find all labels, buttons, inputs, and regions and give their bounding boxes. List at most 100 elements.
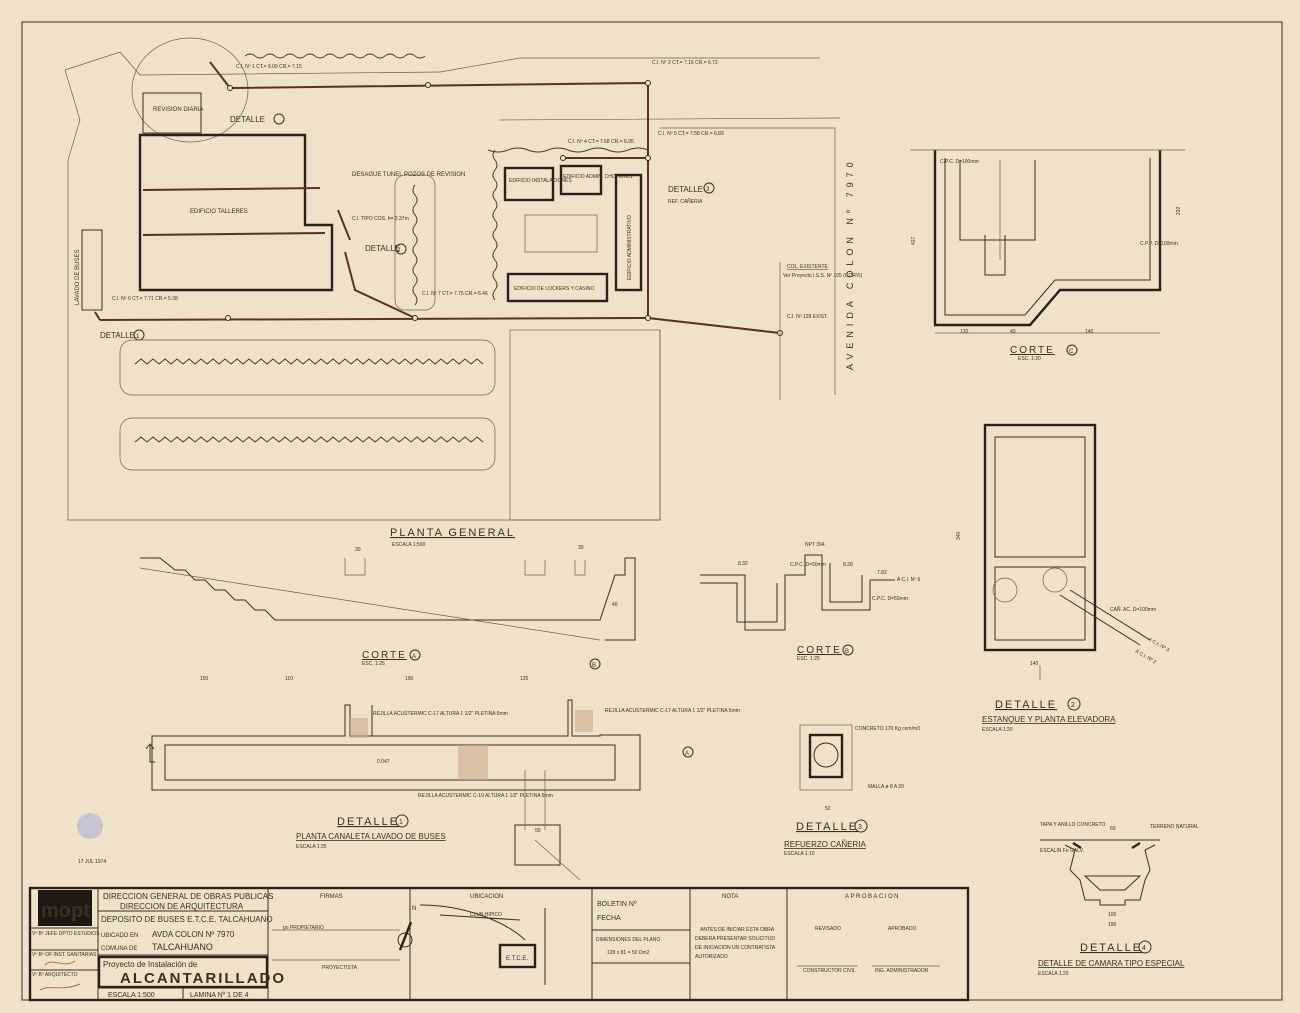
location-site-label: E.T.C.E.	[506, 956, 528, 962]
section-b: NPT 394 C.P.C. D=50mm C.P.C. D=50mm A C.…	[700, 542, 920, 662]
dimension: 60	[1110, 826, 1116, 832]
location-landmark: CLUB HIPICO	[470, 912, 502, 918]
dimension: 8.28	[843, 562, 853, 568]
engineer-label: ING. ADMINISTRADOR	[875, 968, 929, 974]
pipe-label: A C.I. Nº 2	[1134, 649, 1157, 666]
grate-label: REJILLA ACUSTERMIC C-17 ALTURA 1 1/2" PL…	[605, 708, 740, 714]
tank-outline	[933, 150, 1162, 327]
pipe-label: CAÑ. AC. D=100mm	[1110, 606, 1156, 613]
drivers-building	[559, 164, 603, 196]
dimension: 232	[1176, 206, 1182, 215]
detail-title: DETALLE	[1080, 942, 1142, 954]
dimension: 427	[911, 236, 917, 245]
dimension: 40	[1010, 329, 1016, 335]
chamber-label: C.I. Nº 128 EXIST.	[787, 314, 828, 320]
approved-label: APROBADO	[888, 926, 916, 932]
pipe-section	[813, 742, 839, 768]
note-line: DEBERA PRESENTAR SOLICITUD	[695, 936, 775, 942]
project-label: Proyecto de Instalación de	[103, 960, 198, 969]
detail-scale: ESCALA 1:25	[296, 844, 327, 850]
dimension: 120	[960, 329, 969, 335]
note-line: DE INICIACION UN CONTRATISTA	[695, 945, 776, 951]
address-label: UBICADO EN	[101, 933, 138, 939]
official-stamp	[77, 813, 103, 839]
project-name: ALCANTARILLADO	[120, 970, 286, 987]
detail-marker	[703, 182, 715, 194]
dimension: 150	[200, 676, 209, 682]
level-label: NPT 394	[805, 542, 825, 548]
address: AVDA COLON Nº 7970	[152, 930, 235, 939]
section-mark: A	[685, 751, 689, 757]
workshop-building	[138, 133, 334, 292]
planter	[394, 174, 436, 311]
dimension: 110	[285, 676, 293, 682]
step-label: ESCALIN Fe GALV.	[1040, 848, 1084, 854]
manhole-cover	[1072, 841, 1141, 850]
admin-label: EDIFICIO ADMINISTRATIVO	[627, 215, 633, 280]
section-arrow	[145, 743, 155, 763]
dimension: 125	[520, 676, 529, 682]
title-block-grid	[30, 888, 788, 1000]
chamber-profile	[1040, 839, 1160, 906]
section-scale: ESC. 1:20	[1018, 356, 1041, 362]
organization: DIRECCION GENERAL DE OBRAS PUBLICAS	[103, 892, 273, 901]
sheet-number: LAMINA Nº 1 DE 4	[190, 992, 249, 999]
revision-building	[142, 92, 202, 134]
channel-profile	[700, 554, 895, 631]
dimension: 340	[956, 531, 962, 540]
detail-subtitle: DETALLE DE CAMARA TIPO ESPECIAL	[1038, 959, 1185, 968]
sheet-border	[21, 21, 1283, 1001]
dimension: 30	[578, 545, 584, 551]
title-block: mopt Vº Bº JEFE DPTO ESTUDIOS Vº Bº OF I…	[28, 886, 970, 1002]
chamber-label: C.I. Nº 7 CT.= 7.75 CR.= 6.46	[422, 291, 488, 297]
admin-building	[614, 173, 643, 292]
detail-2: CAÑ. AC. D=100mm A C.I. Nº 3 A C.I. Nº 2…	[956, 423, 1170, 733]
existing-collector-note: Ver Proyecto I.S.S. Nº 105 (CORVI)	[783, 273, 863, 279]
section-marker	[589, 658, 601, 670]
chamber-floor	[1083, 875, 1142, 891]
detail-scale: ESCALA 1:20	[1038, 971, 1069, 977]
pipe-label: C.P.C. D=50mm	[790, 562, 826, 568]
project-site: DEPOSITO DE BUSES E.T.C.E. TALCAHUANO	[101, 915, 273, 924]
tank-chamber	[994, 436, 1086, 558]
revision-label: REVISION DIARIA	[153, 107, 203, 113]
installations-building	[503, 166, 555, 202]
grate-label: REJILLA ACUSTERMIC C-19 ALTURA 1 1/2" PL…	[418, 793, 553, 799]
installations-label: EDIFICIO INSTALACIONES	[509, 178, 572, 184]
detail-number: 3	[706, 187, 710, 193]
manhole	[412, 315, 418, 321]
pipe-label: C.P.C. D=50mm	[872, 596, 908, 602]
hedge	[134, 358, 484, 365]
site-plan: REVISION DIARIA EDIFICIO TALLERES LAVADO…	[64, 37, 863, 548]
tank-plan	[983, 423, 1097, 652]
signature-label: Vº Bº ARQUITECTO	[32, 972, 78, 978]
hedge	[487, 147, 649, 301]
hedge	[244, 53, 426, 59]
dimension: 40	[612, 602, 618, 608]
sewer-pipe	[94, 61, 781, 334]
chamber-label: C.I. TIPO COS. h= 2.37m	[352, 216, 409, 222]
dimension: 7.82	[877, 570, 887, 576]
section-marker	[842, 644, 854, 656]
north-label: N	[412, 906, 416, 912]
project-box	[97, 955, 269, 989]
manhole	[560, 155, 566, 161]
drain-line	[142, 187, 321, 191]
workshop-label: EDIFICIO TALLERES	[190, 209, 248, 215]
concrete-label: CONCRETO 170 Kg cem/m3	[855, 726, 920, 732]
section-mark: B	[592, 663, 596, 669]
section-marker	[1066, 344, 1078, 356]
ref-label: REF. CAÑERIA	[668, 198, 703, 205]
commune-label: COMUNA DE	[101, 946, 137, 952]
bus-wash-label: LAVADO DE BUSES	[75, 250, 81, 305]
directorate: DIRECCION DE ARQUITECTURA	[120, 902, 244, 911]
approval-header: APROBACION	[845, 894, 900, 900]
chamber-label: C.I. Nº 6 CT.= 7.71 CR.= 5.38	[112, 296, 178, 302]
channel-inner	[164, 744, 616, 781]
mopt-logo-text: mopt	[41, 900, 90, 922]
manhole	[425, 82, 431, 88]
section-title: CORTE	[1010, 345, 1055, 356]
detail-3: CONCRETO 170 Kg cem/m3 MALLA ø 8 A 20 52…	[784, 724, 920, 857]
detail-marker	[854, 819, 868, 833]
